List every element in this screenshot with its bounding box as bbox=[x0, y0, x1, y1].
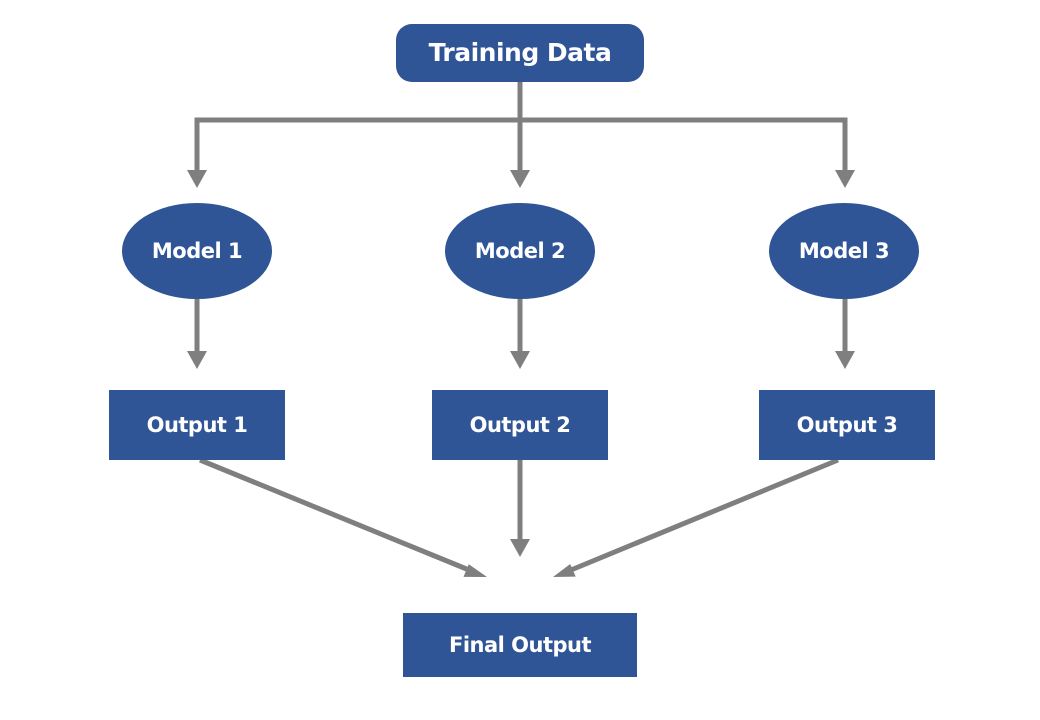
node-output-2-label: Output 2 bbox=[470, 413, 571, 437]
node-final-output-shape bbox=[403, 613, 637, 677]
arrowhead bbox=[187, 351, 207, 369]
node-output-2-shape bbox=[432, 390, 608, 460]
edge-model-1-to-output-1 bbox=[187, 298, 207, 369]
arrowhead bbox=[510, 539, 530, 557]
node-final-output: Final Output bbox=[403, 613, 637, 677]
node-output-1-label: Output 1 bbox=[147, 413, 248, 437]
node-model-3: Model 3 bbox=[769, 203, 919, 299]
arrowhead bbox=[553, 564, 576, 577]
node-model-2-label: Model 2 bbox=[475, 239, 565, 263]
node-model-2-shape bbox=[445, 203, 595, 299]
node-output-1: Output 1 bbox=[109, 390, 285, 460]
node-model-1-shape bbox=[122, 203, 272, 299]
arrowhead bbox=[510, 170, 530, 188]
edge-training-data-to-models bbox=[187, 82, 855, 188]
arrowhead bbox=[835, 351, 855, 369]
edge-model-2-to-output-2 bbox=[510, 298, 530, 369]
node-model-3-shape bbox=[769, 203, 919, 299]
node-training-data-shape bbox=[396, 24, 644, 82]
arrowhead bbox=[187, 170, 207, 188]
node-output-2: Output 2 bbox=[432, 390, 608, 460]
node-model-1-label: Model 1 bbox=[152, 239, 242, 263]
edge-output-2-to-final-output bbox=[510, 460, 530, 557]
node-final-output-label: Final Output bbox=[449, 633, 591, 657]
node-output-3-shape bbox=[759, 390, 935, 460]
node-model-1: Model 1 bbox=[122, 203, 272, 299]
node-output-3: Output 3 bbox=[759, 390, 935, 460]
edge-output-1-to-final-output bbox=[199, 457, 487, 577]
node-training-data: Training Data bbox=[396, 24, 644, 82]
arrowhead bbox=[463, 564, 487, 577]
edge-output-3-to-final-output bbox=[553, 457, 839, 577]
node-output-3-label: Output 3 bbox=[797, 413, 898, 437]
node-training-data-label: Training Data bbox=[429, 38, 612, 67]
arrowhead bbox=[510, 351, 530, 369]
node-model-3-label: Model 3 bbox=[799, 239, 889, 263]
node-output-1-shape bbox=[109, 390, 285, 460]
edge-model-3-to-output-3 bbox=[835, 298, 855, 369]
node-model-2: Model 2 bbox=[445, 203, 595, 299]
arrowhead bbox=[835, 170, 855, 188]
